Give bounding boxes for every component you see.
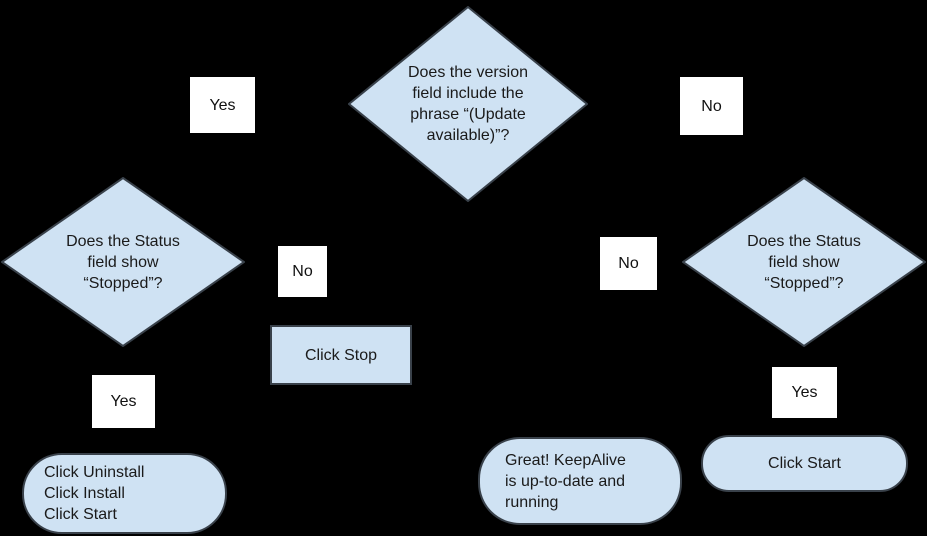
edge-label-no-mid-right: No bbox=[600, 237, 657, 290]
terminal-reinstall: Click Uninstall Click Install Click Star… bbox=[22, 453, 227, 534]
decision-version-update: Does the version field include the phras… bbox=[348, 6, 588, 202]
diamond-shape bbox=[682, 177, 926, 347]
edge-label-no-top: No bbox=[680, 77, 743, 135]
decision-status-right-text: Does the Status field show “Stopped”? bbox=[747, 232, 861, 292]
decision-status-left-text: Does the Status field show “Stopped”? bbox=[66, 232, 180, 292]
action-click-stop: Click Stop bbox=[270, 325, 412, 385]
decision-version-update-text: Does the version field include the phras… bbox=[407, 64, 529, 144]
terminal-up-to-date: Great! KeepAlive is up-to-date and runni… bbox=[478, 437, 682, 525]
edge-label-yes-bottom-right: Yes bbox=[772, 367, 837, 418]
diamond-shape bbox=[1, 177, 245, 347]
decision-status-left: Does the Status field show “Stopped”? bbox=[1, 177, 245, 347]
decision-status-right: Does the Status field show “Stopped”? bbox=[682, 177, 926, 347]
edge-label-yes-top: Yes bbox=[190, 77, 255, 133]
edge-label-no-mid-left: No bbox=[278, 246, 327, 297]
terminal-click-start: Click Start bbox=[701, 435, 908, 492]
edge-label-yes-bottom-left: Yes bbox=[92, 375, 155, 428]
diamond-shape bbox=[348, 6, 588, 202]
